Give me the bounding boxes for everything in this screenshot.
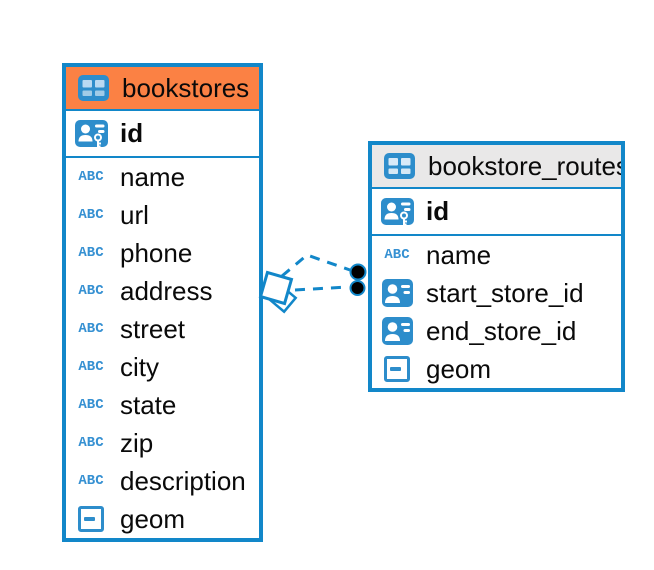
column-row-id[interactable]: id (66, 111, 259, 158)
column-name: name (426, 239, 492, 270)
column-name: zip (120, 427, 154, 458)
foreign-key-icon (378, 279, 416, 307)
text-type-icon: ABC (78, 321, 104, 337)
column-row-description[interactable]: ABC description (66, 462, 259, 500)
column-name: city (120, 351, 159, 382)
geometry-type-icon (378, 356, 416, 382)
column-name: id (426, 196, 450, 226)
column-name: street (120, 313, 186, 344)
text-type-icon: ABC (384, 247, 410, 263)
column-name: id (120, 118, 144, 148)
column-name: description (120, 465, 246, 496)
column-row-address[interactable]: ABC address (66, 272, 259, 310)
text-type-icon: ABC (78, 283, 104, 299)
column-row-name[interactable]: ABC name (372, 236, 621, 274)
table-bookstore-routes[interactable]: bookstore_routes id ABC name (368, 141, 625, 392)
column-name: address (120, 275, 213, 306)
text-type-icon: ABC (78, 435, 104, 451)
table-bookstores-header[interactable]: bookstores (66, 67, 259, 111)
column-name: url (120, 199, 149, 230)
column-name: geom (120, 503, 186, 534)
column-row-url[interactable]: ABC url (66, 196, 259, 234)
dot-marker[interactable] (349, 263, 367, 296)
column-row-name[interactable]: ABC name (66, 158, 259, 196)
column-row-street[interactable]: ABC street (66, 310, 259, 348)
primary-key-icon (72, 118, 110, 150)
foreign-key-icon (378, 317, 416, 345)
column-row-id[interactable]: id (372, 189, 621, 236)
text-type-icon: ABC (78, 207, 104, 223)
column-row-geom[interactable]: geom (372, 350, 621, 388)
text-type-icon: ABC (78, 245, 104, 261)
text-type-icon: ABC (78, 169, 104, 185)
column-row-city[interactable]: ABC city (66, 348, 259, 386)
text-type-icon: ABC (78, 473, 104, 489)
column-name: start_store_id (426, 277, 584, 308)
table-title: bookstores (122, 72, 250, 103)
table-bookstores[interactable]: bookstores id ABC name ABC ur (62, 63, 263, 542)
table-icon (74, 75, 112, 101)
column-name: state (120, 389, 177, 420)
column-row-zip[interactable]: ABC zip (66, 424, 259, 462)
table-icon (380, 153, 418, 179)
column-row-geom[interactable]: geom (66, 500, 259, 538)
column-name: geom (426, 353, 492, 384)
column-row-start-store-id[interactable]: start_store_id (372, 274, 621, 312)
table-bookstore-routes-header[interactable]: bookstore_routes (372, 145, 621, 189)
text-type-icon: ABC (78, 397, 104, 413)
column-row-phone[interactable]: ABC phone (66, 234, 259, 272)
column-name: name (120, 161, 186, 192)
relationship-line[interactable] (281, 253, 351, 278)
primary-key-icon (378, 196, 416, 228)
diamond-marker[interactable] (258, 270, 298, 314)
column-row-end-store-id[interactable]: end_store_id (372, 312, 621, 350)
column-row-state[interactable]: ABC state (66, 386, 259, 424)
relationship-line[interactable] (294, 285, 349, 292)
column-name: end_store_id (426, 315, 577, 346)
geometry-type-icon (72, 506, 110, 532)
column-name: phone (120, 237, 193, 268)
table-title: bookstore_routes (428, 150, 621, 181)
text-type-icon: ABC (78, 359, 104, 375)
